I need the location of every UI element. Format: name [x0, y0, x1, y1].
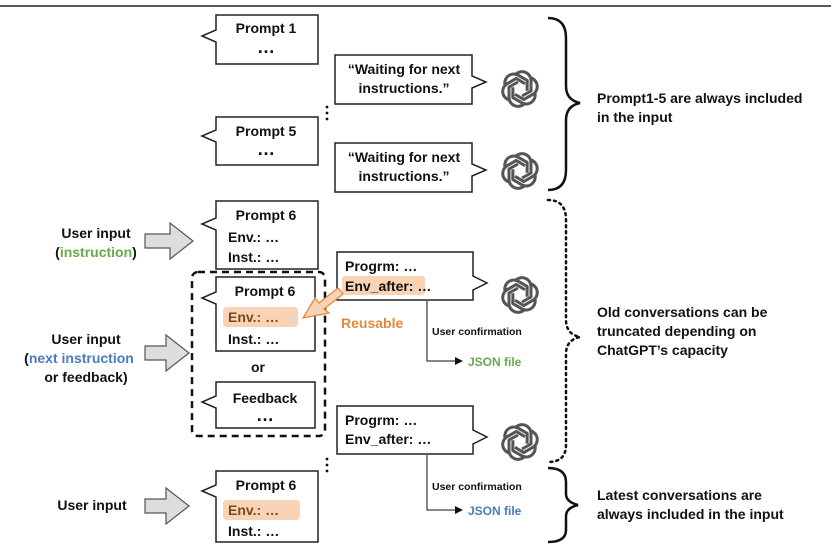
note-2-line2: truncated depending on	[597, 323, 756, 339]
env-after-highlight	[342, 276, 425, 295]
env-highlight	[223, 307, 298, 327]
program-response-1: Progrm: … Env_after: …	[336, 251, 489, 301]
progrm-text-2: Progrm: …	[345, 412, 417, 428]
arrow-right-icon	[144, 333, 190, 373]
or-label: or	[251, 359, 266, 375]
instruction-label: (instruction)	[55, 244, 137, 260]
user-confirmation-2: User confirmation	[432, 481, 522, 493]
feedback-title: Feedback	[233, 390, 298, 406]
waiting-response-1: “Waiting for next instructions.”	[334, 54, 488, 105]
env-highlight-2	[223, 500, 300, 520]
json-file-1: JSON file	[468, 355, 522, 369]
waiting-2-line2: instructions.”	[358, 168, 449, 184]
next-instruction-word: next instruction	[29, 350, 134, 366]
prompt-6c-env: Env.: …	[228, 502, 279, 518]
chatgpt-logo-icon	[497, 69, 543, 109]
prompt-6b-title: Prompt 6	[235, 283, 296, 299]
confirm-arrow-1	[426, 301, 463, 365]
curly-brace-icon	[547, 16, 581, 192]
note-3-line2: always included in the input	[597, 506, 784, 522]
chatgpt-logo-icon	[497, 151, 543, 191]
note-3-line1: Latest conversations are	[597, 487, 762, 503]
reusable-arrow-icon	[301, 287, 344, 319]
prompt-6-env: Env.: …	[228, 229, 279, 245]
paren-open-2: (	[24, 350, 29, 366]
user-input-label-2: User input	[51, 331, 121, 347]
progrm-text-1: Progrm: …	[345, 258, 417, 274]
env-after-text-2: Env_after: …	[345, 431, 431, 447]
or-feedback-label: or feedback)	[44, 369, 127, 385]
prompt-5-bubble: Prompt 5 …	[200, 116, 319, 166]
note-2-line3: ChatGPT’s capacity	[597, 342, 728, 358]
prompt-1-bubble: Prompt 1 …	[200, 14, 319, 65]
dotted-brace	[546, 198, 581, 464]
prompt-6-title: Prompt 6	[236, 207, 297, 223]
arrow-right-icon	[144, 486, 190, 526]
prompt-6b-inst: Inst.: …	[228, 331, 279, 347]
prompt-1-ellipsis: …	[257, 37, 275, 57]
prompt-6c-title: Prompt 6	[236, 477, 297, 493]
vertical-dots	[325, 105, 329, 121]
prompt-6-bubble-reuse: Prompt 6 Env.: … Inst.: …	[200, 276, 316, 352]
user-confirmation-1: User confirmation	[432, 326, 522, 338]
vertical-dots-2	[325, 457, 329, 473]
instruction-word: instruction	[60, 244, 132, 260]
user-input-label-1: User input	[61, 225, 131, 241]
note-2-line1: Old conversations can be	[597, 304, 768, 320]
waiting-1-line2: instructions.”	[358, 80, 449, 96]
curly-brace-icon	[547, 466, 579, 544]
waiting-2-line1: “Waiting for next	[348, 149, 461, 165]
paren-close: )	[132, 244, 137, 260]
prompt-1-title: Prompt 1	[236, 20, 297, 36]
note-1-line1: Prompt1-5 are always included	[597, 90, 802, 106]
confirm-arrow-2	[426, 455, 463, 514]
next-instruction-label: (next instruction	[24, 350, 134, 366]
prompt-6-bubble: Prompt 6 Env.: … Inst.: …	[200, 200, 319, 270]
feedback-ellipsis: …	[256, 405, 274, 425]
prompt-6-inst: Inst.: …	[228, 249, 279, 265]
dashed-group	[190, 270, 327, 438]
feedback-bubble: Feedback …	[200, 381, 316, 429]
prompt-6-bubble-latest: Prompt 6 Env.: … Inst.: …	[200, 470, 319, 543]
chatgpt-logo-icon	[497, 422, 543, 462]
prompt-6b-env: Env.: …	[228, 309, 279, 325]
waiting-1-line1: “Waiting for next	[348, 61, 461, 77]
prompt-5-ellipsis: …	[257, 139, 275, 159]
note-1-line2: in the input	[597, 109, 673, 125]
arrow-right-icon	[144, 221, 194, 261]
waiting-response-2: “Waiting for next instructions.”	[334, 142, 488, 193]
chatgpt-logo-icon	[497, 275, 543, 315]
user-input-label-3: User input	[57, 497, 127, 513]
reusable-label: Reusable	[341, 315, 403, 331]
paren-open: (	[55, 244, 60, 260]
program-response-2: Progrm: … Env_after: …	[336, 405, 489, 455]
json-file-2: JSON file	[468, 504, 522, 518]
prompt-5-title: Prompt 5	[236, 123, 297, 139]
prompt-6c-inst: Inst.: …	[228, 523, 279, 539]
env-after-text-1: Env_after: …	[345, 278, 431, 294]
